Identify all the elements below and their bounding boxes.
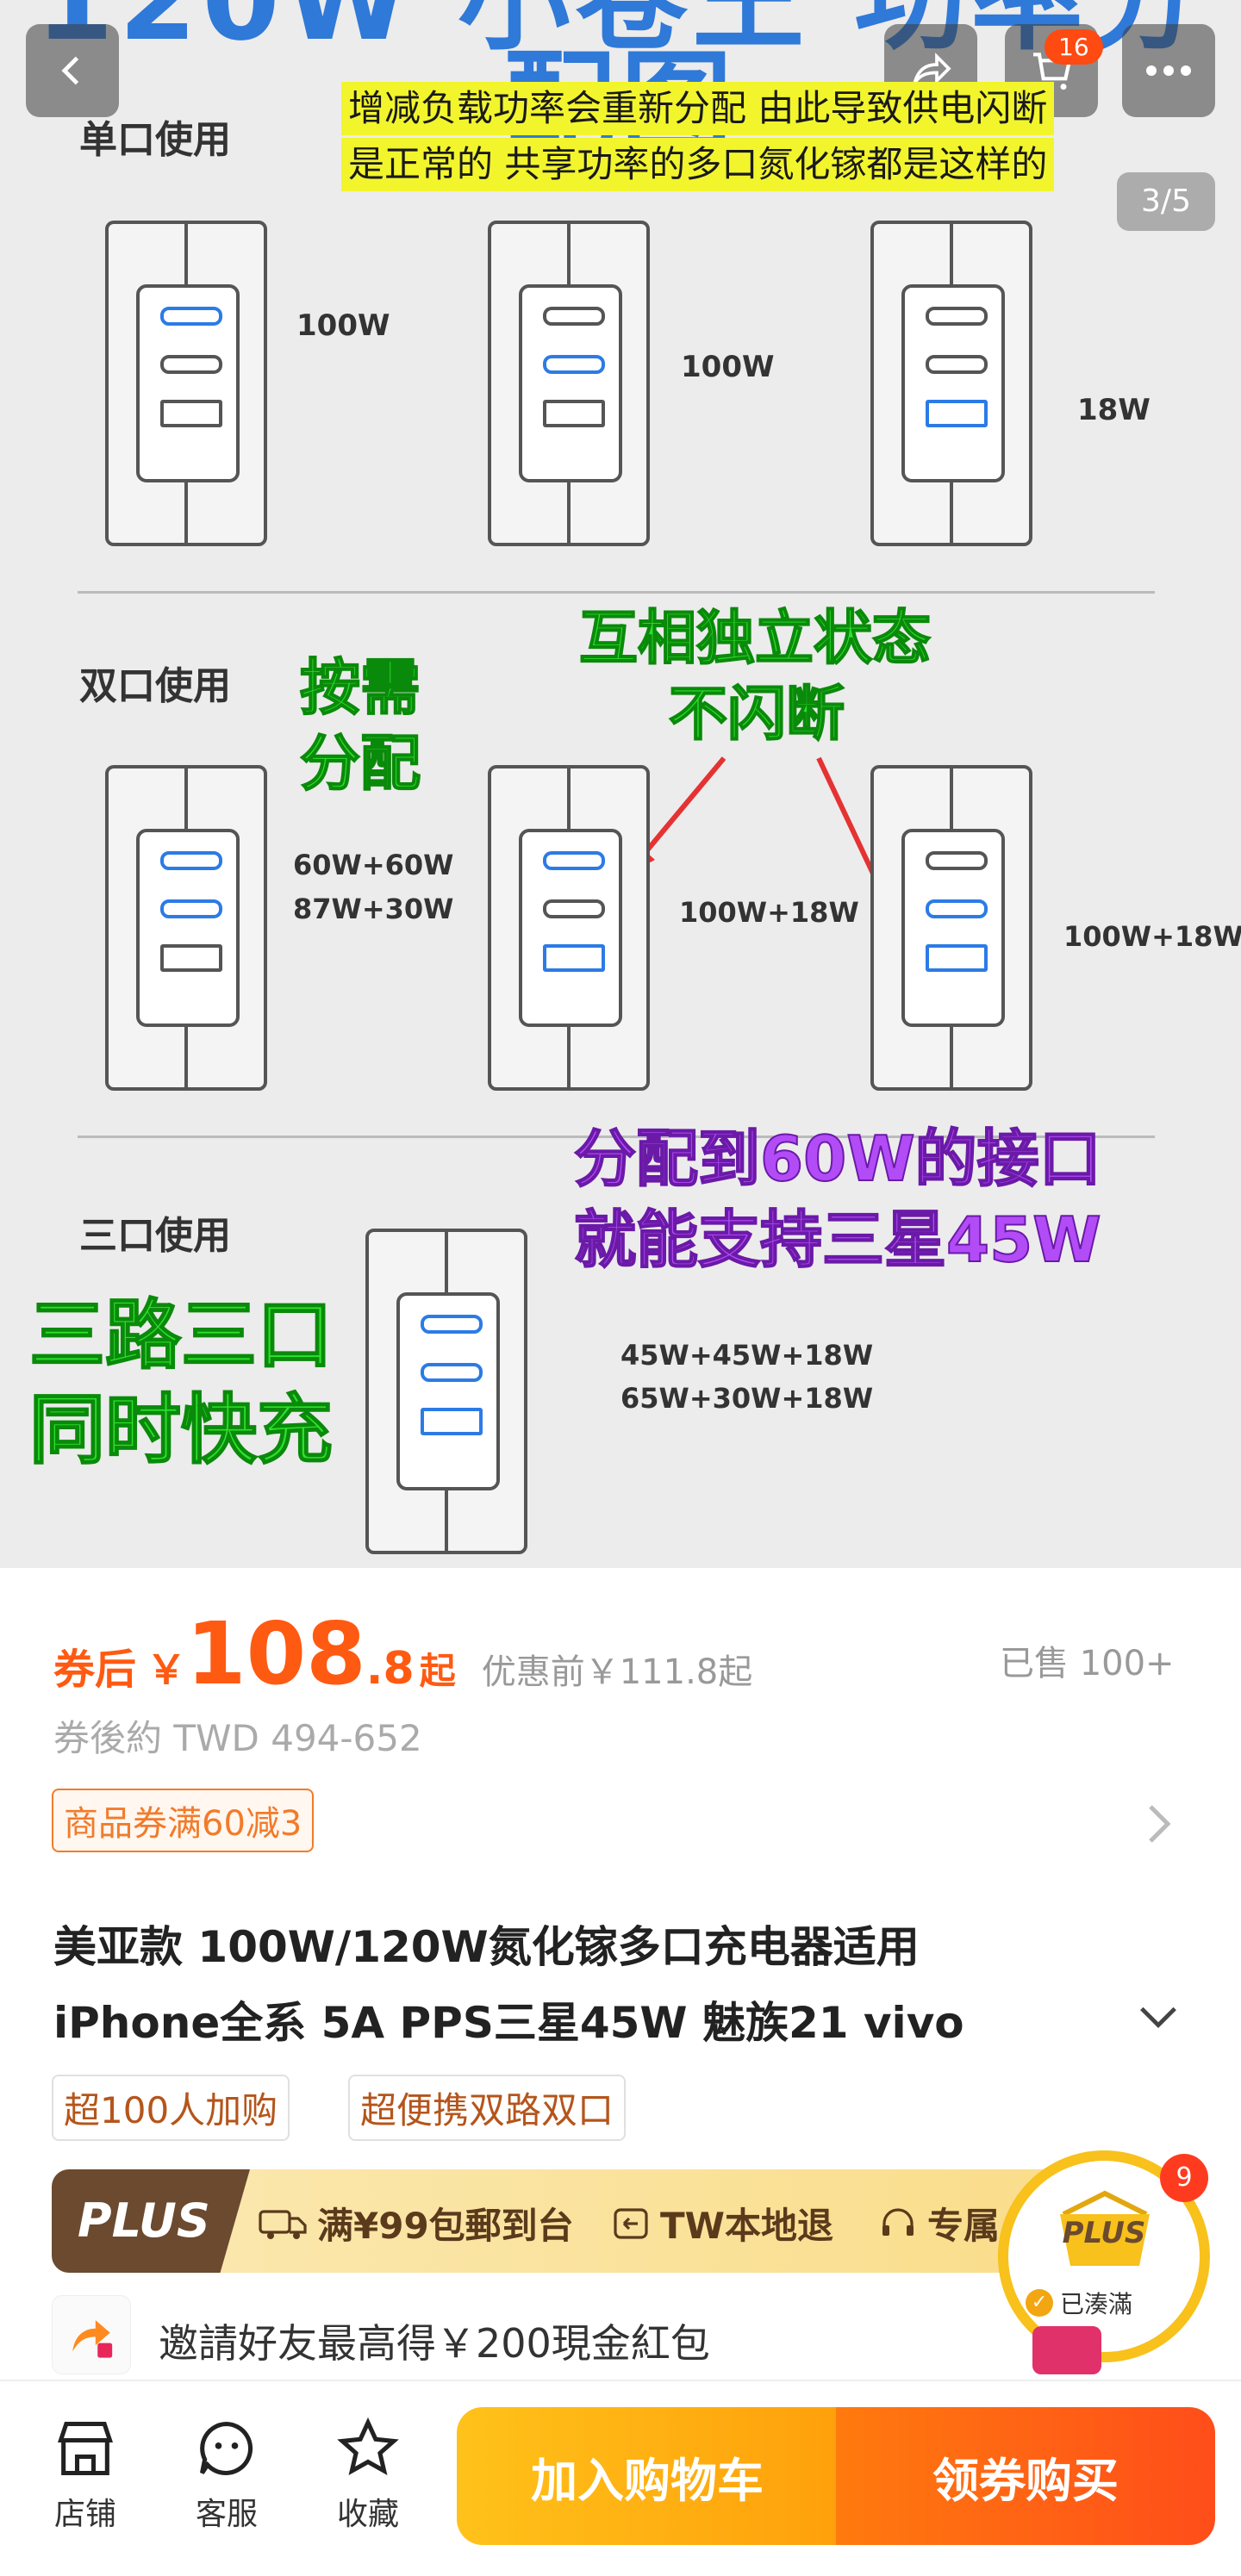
check-icon: ✓ [1026, 2289, 1053, 2317]
power-label: 65W+30W+18W [620, 1382, 874, 1415]
more-dots-icon [1146, 65, 1191, 76]
plus-logo: PLUS [52, 2169, 250, 2273]
product-image-carousel[interactable]: 120W 小卷王 功率分配图 16 3/5 增减负载功率会重新分配 由此导致供电… [0, 0, 1241, 1568]
store-label: 店铺 [53, 2497, 116, 2532]
power-label: 100W [296, 308, 390, 343]
charger-diagram [105, 221, 267, 546]
cart-count-badge: 16 [1045, 29, 1103, 65]
section-dual-title: 双口使用 [79, 664, 231, 708]
plus-benefit-return: TW本地退 [612, 2197, 833, 2249]
plus-benefit-label: TW本地退 [660, 2205, 833, 2247]
return-icon [614, 2207, 648, 2239]
floating-status-label: 已湊滿 [1060, 2290, 1133, 2318]
store-button[interactable]: 店铺 [38, 2416, 133, 2534]
customer-service-button[interactable]: 客服 [179, 2416, 274, 2534]
power-label: 60W+60W [293, 849, 454, 881]
charger-diagram [488, 765, 650, 1091]
currency-symbol: ￥ [147, 1646, 187, 1693]
coupon-buy-button[interactable]: 领券购买 [836, 2407, 1215, 2545]
charger-diagram [105, 765, 267, 1091]
divider [78, 1136, 1155, 1138]
callout-on-demand-1: 按需 [299, 652, 421, 723]
original-price: 优惠前￥111.8起 [481, 1652, 753, 1692]
power-label: 45W+45W+18W [620, 1339, 874, 1372]
feature-chip: 超100人加购 [52, 2075, 290, 2141]
note-line-2: 是正常的 共享功率的多口氮化镓都是这样的 [341, 138, 1055, 191]
service-label: 客服 [195, 2497, 258, 2532]
product-title-line2: iPhone全系 5A PPS三星45W 魅族21 vivo [53, 1998, 964, 2048]
section-single-title: 单口使用 [79, 118, 231, 162]
charger-diagram [870, 765, 1032, 1091]
floating-status: ✓ 已湊滿 [1026, 2283, 1186, 2323]
page-indicator: 3/5 [1117, 172, 1215, 231]
price-row: 券后 ￥ 108 .8 起 优惠前￥111.8起 [53, 1611, 752, 1697]
coupon-tag[interactable]: 商品券满60减3 [52, 1789, 315, 1852]
chevron-down-icon[interactable] [1138, 2004, 1179, 2030]
price-integer: 108 [186, 1603, 366, 1704]
charger-diagram [488, 221, 650, 546]
callout-on-demand-2: 分配 [299, 728, 421, 799]
store-icon [57, 2421, 114, 2476]
star-icon [337, 2417, 399, 2475]
power-label: 100W [681, 350, 775, 384]
more-button[interactable] [1122, 24, 1215, 117]
power-label: 18W [1077, 393, 1151, 427]
product-title-line1: 美亚款 100W/120W氮化镓多口充电器适用 [53, 1922, 920, 1972]
chevron-left-icon [61, 56, 79, 85]
bottom-action-bar: 店铺 客服 收藏 加入购物车 领券购买 [0, 2380, 1241, 2576]
add-to-cart-button[interactable]: 加入购物车 [457, 2407, 838, 2545]
note-line-1: 增减负载功率会重新分配 由此导致供电闪断 [341, 82, 1055, 135]
plus-benefit-label: 专属 [927, 2205, 1001, 2247]
product-title: 美亚款 100W/120W氮化镓多口充电器适用 iPhone全系 5A PPS三… [53, 1909, 964, 2061]
callout-purple-1: 分配到60W的接口 [573, 1122, 1102, 1196]
headset-icon [882, 2207, 914, 2236]
price-suffix: 起 [419, 1650, 456, 1692]
power-label: 100W+18W [1063, 920, 1241, 953]
price-decimal: .8 [365, 1643, 415, 1695]
invite-icon [52, 2295, 131, 2374]
sold-count: 已售 100+ [1000, 1644, 1175, 1683]
share-icon [913, 53, 951, 85]
feature-chip: 超便携双路双口 [348, 2075, 627, 2141]
free-shipping-icon [259, 2209, 307, 2239]
red-packet-icon [1032, 2326, 1101, 2374]
charger-diagram [365, 1229, 527, 1554]
favorite-button[interactable]: 收藏 [321, 2416, 415, 2534]
callout-green-1: 三路三口 [28, 1291, 334, 1379]
section-triple-title: 三口使用 [79, 1214, 231, 1258]
chevron-right-icon[interactable] [1146, 1802, 1172, 1845]
floating-plus-logo: PLUS [1062, 2216, 1146, 2250]
twd-price: 券後約 TWD 494-652 [53, 1717, 422, 1759]
chat-face-icon [200, 2421, 253, 2475]
callout-independent-1: 互相独立状态 [578, 604, 932, 674]
callout-purple-2: 就能支持三星45W [573, 1203, 1102, 1277]
power-label: 87W+30W [293, 893, 454, 925]
plus-benefit-exclusive: 专属 [879, 2197, 1000, 2249]
power-label: 100W+18W [679, 896, 859, 929]
plus-benefit-free-shipping: 满¥99包郵到台 [259, 2197, 574, 2249]
plus-benefit-label: 满¥99包郵到台 [317, 2205, 574, 2247]
after-coupon-label: 券后 [53, 1646, 137, 1694]
favorite-label: 收藏 [336, 2497, 399, 2532]
basket-icon [1060, 2190, 1150, 2266]
divider [78, 591, 1155, 594]
callout-independent-2: 不闪断 [668, 680, 845, 750]
callout-green-2: 同时快充 [28, 1385, 334, 1474]
back-button[interactable] [26, 24, 119, 117]
floating-badge-count: 9 [1160, 2154, 1208, 2202]
invite-text[interactable]: 邀請好友最高得￥200現金紅包 [159, 2320, 710, 2367]
charger-diagram [870, 221, 1032, 546]
